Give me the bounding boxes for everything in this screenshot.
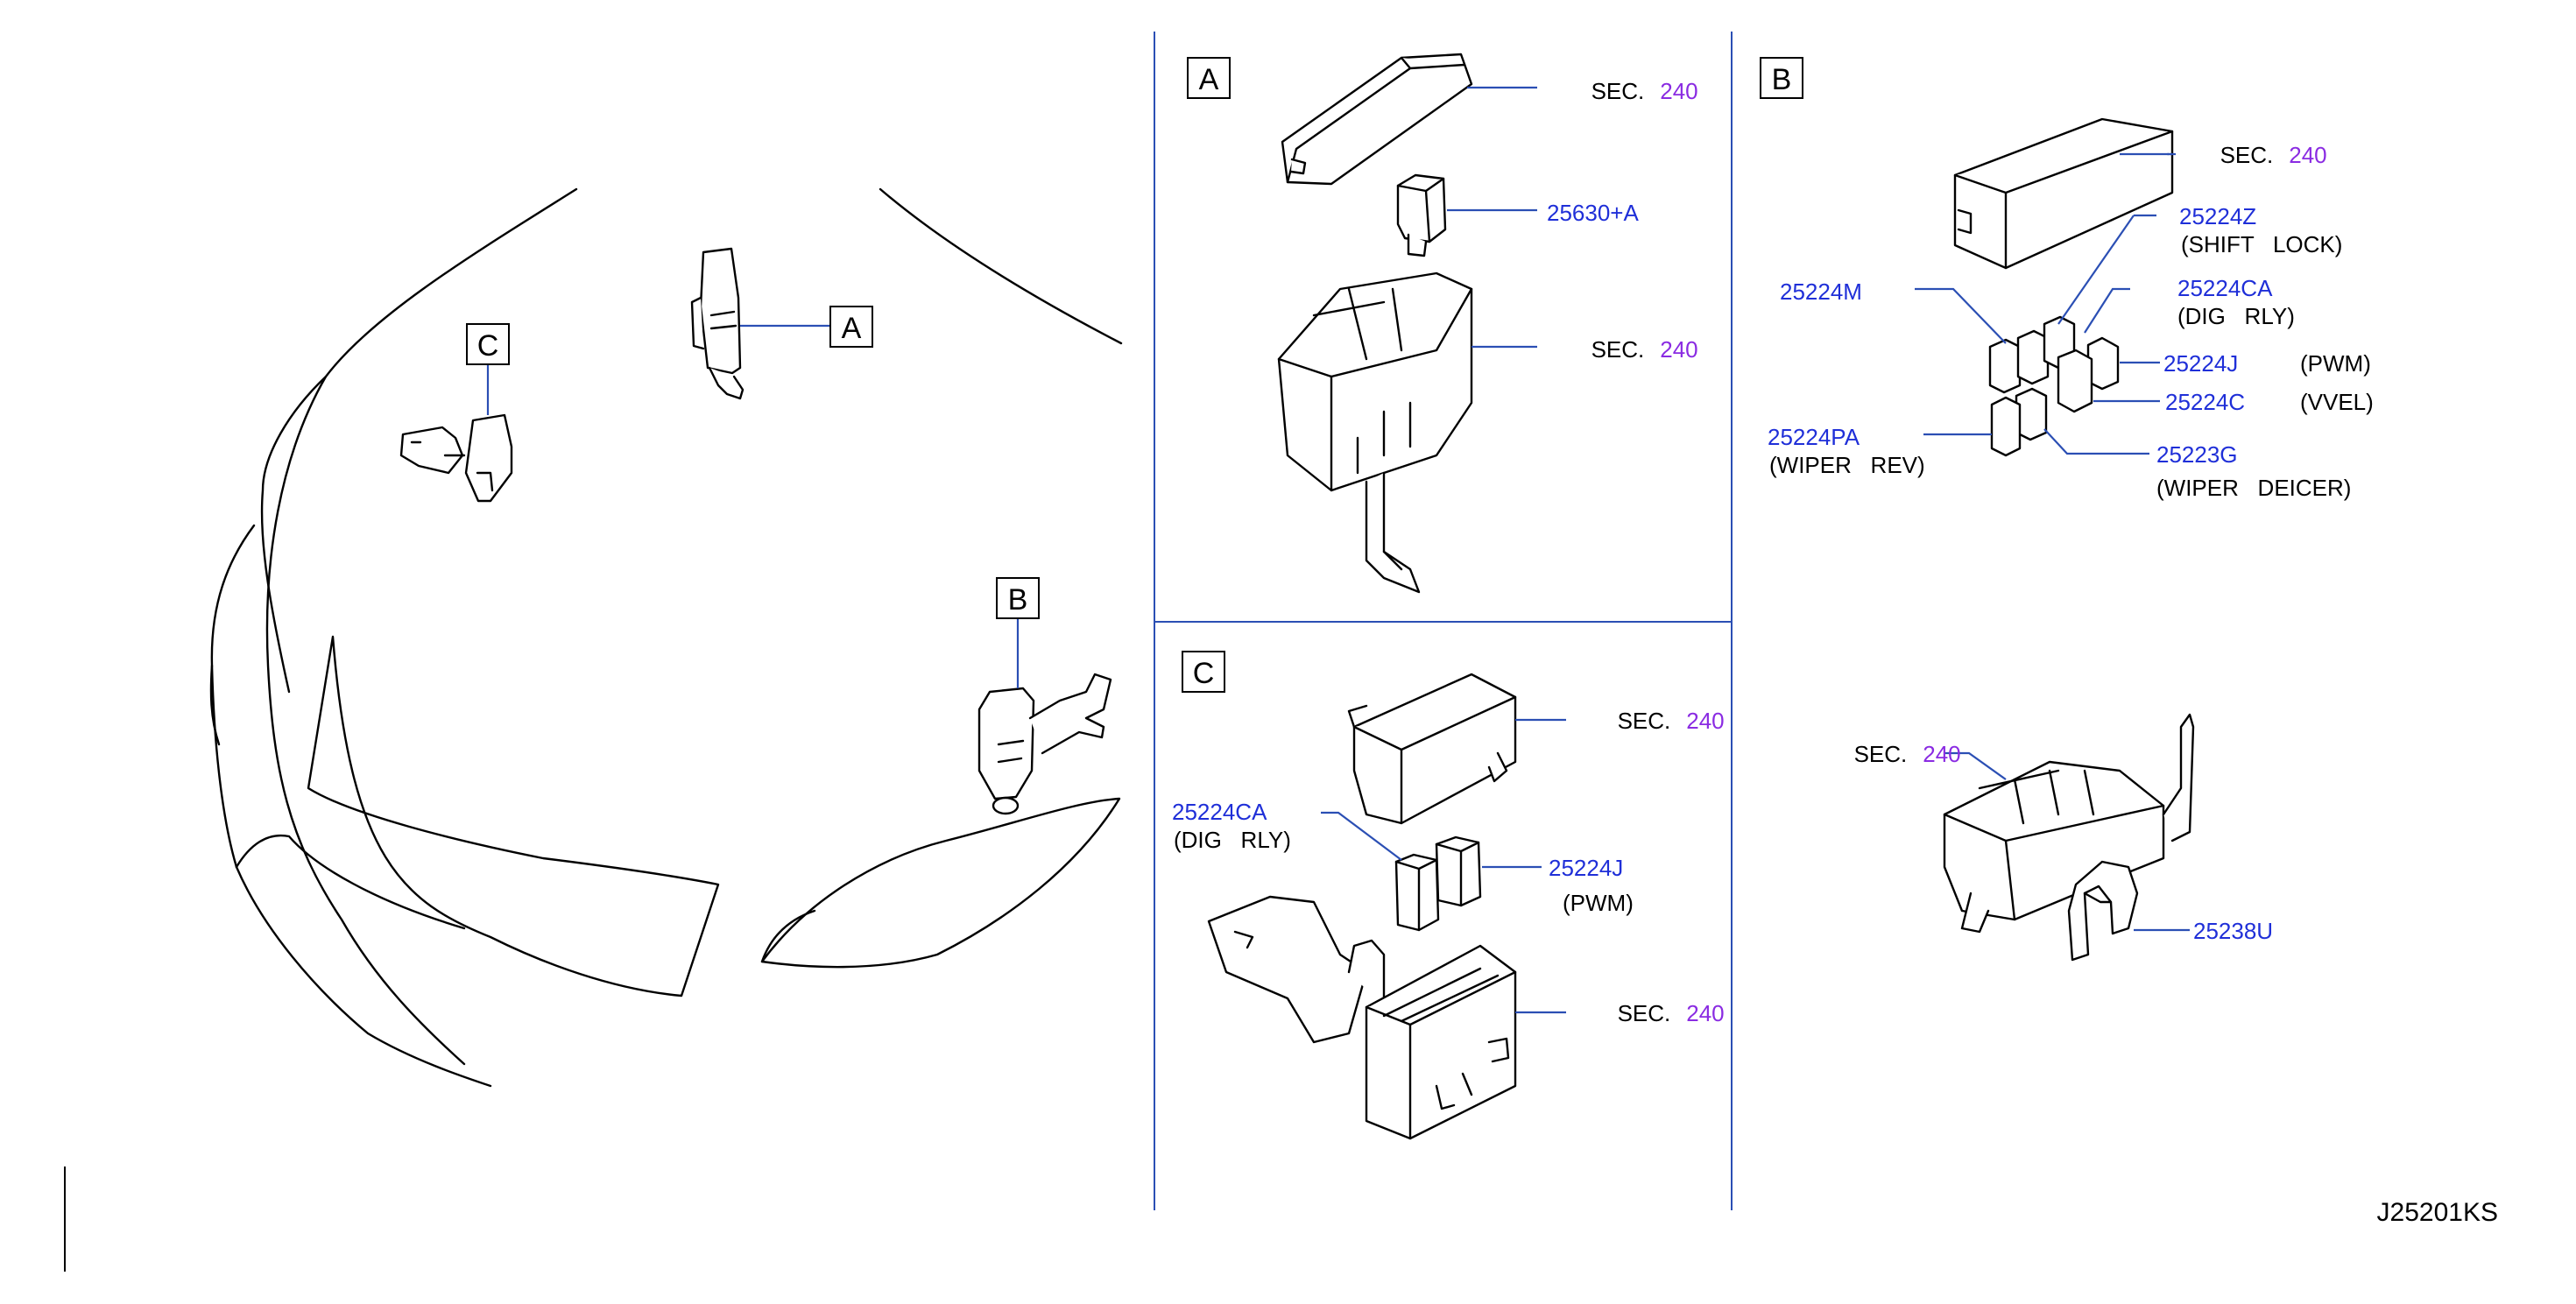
panel-b-leader-25223g: [2043, 428, 2149, 455]
panel-b-sec-2[interactable]: SEC.240: [1810, 741, 1993, 767]
panel-b: B SEC.240 25224Z: [1760, 57, 2374, 962]
panel-c-cover: [1347, 673, 1517, 825]
panel-b-relay-cluster: [1988, 315, 2120, 457]
panel-b-clip: [2067, 860, 2139, 962]
panel-c-leader-25224ca: [1321, 811, 1402, 861]
drawing-code: J25201KS: [2377, 1198, 2498, 1227]
svg-text:C: C: [1193, 657, 1215, 690]
panel-b-tag: B: [1760, 57, 1803, 99]
panel-c-part-25224j[interactable]: 25224J: [1549, 855, 1623, 881]
panel-b-leader-25224z: [2057, 215, 2135, 325]
panel-a-sec-1-link: 240: [1660, 78, 1697, 104]
panel-c-tag: C: [1182, 651, 1225, 693]
panel-c-relays: [1394, 835, 1482, 932]
panel-b-part-25224j[interactable]: 25224J: [2163, 350, 2238, 377]
panel-b-part-25224z[interactable]: 25224Z: [2179, 203, 2256, 229]
svg-text:B: B: [1772, 63, 1792, 96]
panel-c-desc-25224ca: (DIG RLY): [1174, 827, 1291, 853]
panel-b-desc-25224z: (SHIFT LOCK): [2181, 231, 2342, 257]
panel-b-desc-25224j: (PWM): [2300, 350, 2371, 377]
panel-a-part-25630a[interactable]: 25630+A: [1547, 200, 1639, 226]
panel-a-sec-2[interactable]: SEC.240: [1547, 336, 1730, 363]
callout-c-label: C: [477, 329, 499, 363]
panel-a-sec-1[interactable]: SEC.240: [1547, 78, 1730, 104]
overview-component-a: [690, 247, 745, 400]
panel-c-sec-1-link: 240: [1686, 708, 1724, 734]
panel-dividers: [64, 32, 1733, 1272]
panel-c: C SEC.240 25224CA (DIG RLY) 25224J (PWM): [1172, 651, 1756, 1140]
overview-callout-b[interactable]: B: [996, 577, 1040, 619]
panel-a-sec-2-link: 240: [1660, 336, 1697, 363]
panel-a-fuse-cover: [1281, 53, 1473, 186]
panel-a-tag: A: [1187, 57, 1231, 99]
panel-b-sec-1-link: 240: [2289, 142, 2326, 168]
vehicle-overview: A C B: [209, 187, 1123, 1088]
panel-c-sec-2-link: 240: [1686, 1000, 1724, 1026]
overview-callout-c[interactable]: C: [466, 323, 510, 365]
panel-c-sec-2[interactable]: SEC.240: [1573, 1000, 1756, 1026]
panel-c-desc-25224j: (PWM): [1563, 890, 1634, 916]
panel-b-part-25224ca[interactable]: 25224CA: [2177, 275, 2273, 301]
panel-c-part-25224ca[interactable]: 25224CA: [1172, 799, 1267, 825]
callout-a-label: A: [842, 312, 862, 345]
panel-b-desc-25224ca: (DIG RLY): [2177, 303, 2295, 329]
vehicle-outline: [209, 187, 1123, 1088]
panel-c-fuse-body: [1207, 895, 1517, 1140]
panel-a-relay: [1396, 173, 1447, 257]
overview-callout-a[interactable]: A: [829, 306, 873, 348]
overview-component-b: [977, 673, 1112, 815]
overview-component-c: [399, 413, 513, 503]
svg-text:A: A: [1199, 63, 1219, 96]
panel-b-part-25224pa[interactable]: 25224PA: [1768, 424, 1860, 450]
callout-b-label: B: [1008, 583, 1028, 617]
panel-b-cover: [1953, 117, 2174, 270]
panel-b-part-25224m[interactable]: 25224M: [1780, 278, 1862, 305]
panel-b-part-25224c[interactable]: 25224C: [2165, 389, 2245, 415]
panel-b-desc-25224c: (VVEL): [2300, 389, 2374, 415]
panel-b-sec-2-link: 240: [1923, 741, 1960, 767]
panel-a: A SEC.240 25630+A: [1187, 53, 1730, 594]
panel-b-desc-25224pa: (WIPER REV): [1769, 452, 1925, 478]
panel-b-leader-25224ca: [2084, 287, 2130, 334]
panel-b-leader-sec-2: [1944, 751, 2007, 780]
panel-b-part-25238u[interactable]: 25238U: [2193, 918, 2273, 944]
panel-b-desc-25223g: (WIPER DEICER): [2156, 475, 2351, 501]
panel-b-leader-25224m: [1915, 287, 2007, 344]
panel-c-sec-1[interactable]: SEC.240: [1573, 708, 1756, 734]
panel-a-fuse-body: [1277, 271, 1473, 594]
panel-b-part-25223g[interactable]: 25223G: [2156, 441, 2238, 468]
panel-b-sec-1[interactable]: SEC.240: [2176, 142, 2359, 168]
